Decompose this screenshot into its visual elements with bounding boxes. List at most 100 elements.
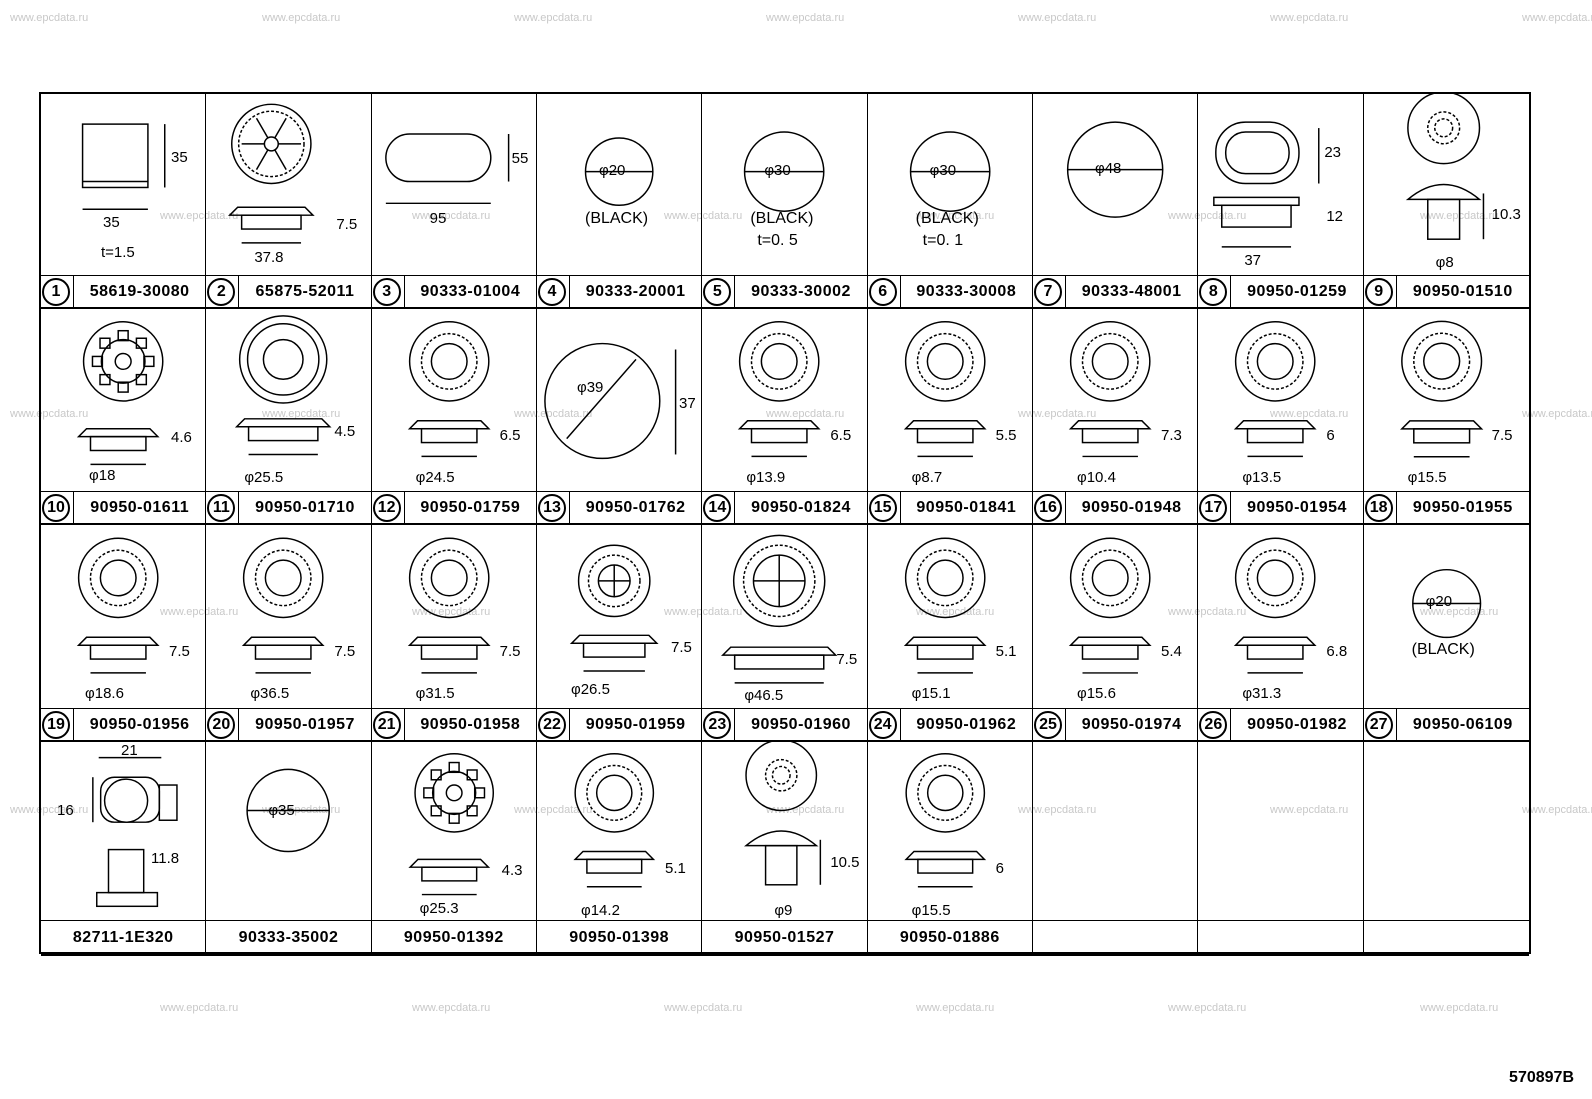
dimension-label: φ26.5 [570, 681, 610, 698]
callout-number: 14 [703, 493, 732, 522]
watermark-text: www.epcdata.ru [1522, 12, 1592, 24]
separator [1230, 709, 1232, 740]
separator [1230, 276, 1232, 307]
dimension-label: 5.5 [995, 427, 1017, 444]
watermark-text: www.epcdata.ru [10, 408, 89, 420]
callout-number: 22 [537, 710, 566, 739]
part-number: 90950-01948 [1081, 498, 1182, 516]
callout-number: 5 [703, 277, 732, 306]
dimension-label: φ35 [268, 802, 295, 819]
dimension-label: 7.5 [1491, 427, 1513, 444]
separator [1395, 709, 1397, 740]
dimension-label: φ14.2 [580, 902, 620, 919]
part-number-cell: 90950-01886 [867, 921, 1033, 956]
callout-number: 11 [207, 493, 236, 522]
separator [568, 709, 570, 740]
part-drawing-90950-01762 [544, 342, 677, 460]
dimension-label: φ9 [774, 902, 793, 919]
part-number-cell: 14 90950-01824 [702, 492, 868, 525]
watermark-text: www.epcdata.ru [1168, 210, 1247, 222]
dimension-label: φ15.1 [911, 685, 951, 702]
part-number: 90950-01510 [1412, 282, 1513, 300]
part-drawing-90333-01004 [384, 133, 510, 205]
separator [403, 709, 405, 740]
part-number: 90950-01710 [255, 498, 355, 516]
part-drawing-90950-01982 [1234, 537, 1317, 674]
part-number: 90333-30008 [916, 282, 1017, 300]
part-number-cell: 8 90950-01259 [1198, 276, 1364, 309]
separator [73, 709, 74, 740]
part-number: 90950-01956 [89, 715, 190, 733]
part-drawing-90333-20001 [584, 137, 654, 207]
dimension-label: φ30 [764, 162, 791, 179]
dimension-label: φ39 [576, 379, 604, 396]
part-figure-cell: φ48 [1032, 94, 1199, 276]
part-number-cell: 90333-35002 [206, 921, 372, 956]
part-number: 90950-01959 [585, 715, 686, 733]
part-number-cell [1032, 921, 1199, 956]
part-drawing-90333-30008 [909, 131, 991, 212]
watermark-text: www.epcdata.ru [1522, 804, 1592, 816]
part-number: 90950-06109 [1412, 715, 1513, 733]
part-number: 90950-01974 [1081, 715, 1182, 733]
callout-number: 8 [1199, 277, 1228, 306]
dimension-label: φ15.6 [1076, 685, 1116, 702]
watermark-text: www.epcdata.ru [1018, 804, 1097, 816]
separator [73, 276, 74, 307]
part-drawing-90950-01759 [407, 321, 491, 458]
dimension-label: φ31.3 [1242, 685, 1282, 702]
dimension-label: φ48 [1094, 160, 1122, 177]
dimension-label: 6 [1326, 427, 1335, 444]
part-number: 58619-30080 [89, 282, 190, 300]
dimension-label: φ15.5 [1407, 469, 1447, 486]
separator [734, 492, 736, 523]
dimension-label: 12 [1326, 208, 1344, 225]
dimension-label: φ10.4 [1076, 469, 1116, 486]
separator [568, 492, 570, 523]
part-drawing-90950-06109 [1411, 568, 1481, 639]
part-drawing-90950-01824 [738, 321, 821, 458]
watermark-text: www.epcdata.ru [514, 408, 593, 420]
separator [734, 276, 736, 307]
part-number: 82711-1E320 [72, 928, 174, 946]
part-figure-cell: φ35 [206, 742, 372, 921]
dimension-label: 10.5 [830, 854, 860, 871]
callout-number: 4 [537, 277, 566, 306]
part-number: 90950-01824 [751, 498, 851, 516]
callout-number: 6 [868, 277, 897, 306]
part-number: 90950-01962 [916, 715, 1017, 733]
separator [734, 709, 736, 740]
part-figure-cell: 10.5 φ9 [702, 742, 868, 921]
part-number: 90950-01886 [899, 928, 1000, 946]
callout-number: 20 [207, 710, 236, 739]
watermark-text: www.epcdata.ru [1270, 804, 1349, 816]
part-drawing-90950-01960 [721, 534, 838, 684]
dimension-label: φ18.6 [85, 685, 124, 702]
part-drawing-90950-01957 [242, 537, 325, 674]
part-number: 90950-01259 [1247, 282, 1347, 300]
part-drawing-90950-01398 [573, 753, 656, 888]
part-drawing-65875-52011 [228, 103, 316, 244]
part-number: 90333-35002 [238, 928, 339, 946]
dimension-label: φ8 [1435, 254, 1454, 271]
part-drawing-90950-01959 [569, 544, 659, 672]
watermark-text: www.epcdata.ru [1168, 606, 1247, 618]
watermark-text: www.epcdata.ru [10, 12, 89, 24]
